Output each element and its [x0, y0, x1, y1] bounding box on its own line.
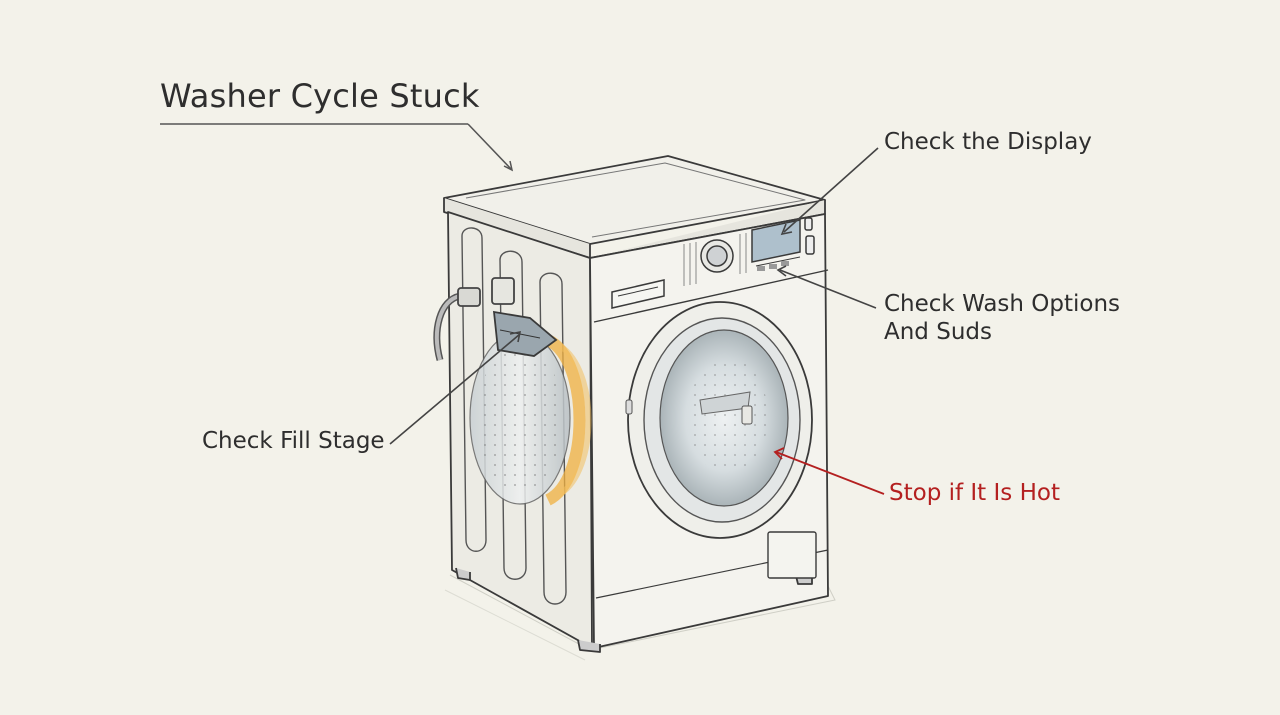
side-ribs	[461, 227, 567, 605]
water-inlet-hose	[433, 277, 558, 361]
diagram-title: Washer Cycle Stuck	[160, 77, 480, 115]
label-check-display: Check the Display	[884, 129, 1092, 155]
title-leader-line	[160, 123, 514, 172]
label-stop-if-hot: Stop if It Is Hot	[889, 480, 1060, 506]
filter-hatch	[767, 531, 817, 579]
control-panel	[611, 217, 815, 309]
inner-drum-xray	[469, 331, 592, 506]
label-check-wash-options-line1: Check Wash Options	[884, 291, 1121, 317]
label-check-wash-options: Check Wash Options And Suds	[884, 290, 1120, 346]
label-check-fill-stage: Check Fill Stage	[202, 428, 385, 454]
callout-line-hot	[773, 447, 885, 495]
label-check-wash-options-line2: And Suds	[884, 319, 992, 345]
callout-line-options	[776, 265, 877, 309]
callout-line-fill	[389, 330, 522, 445]
callout-line-display	[780, 147, 879, 236]
washer-door	[625, 301, 813, 539]
